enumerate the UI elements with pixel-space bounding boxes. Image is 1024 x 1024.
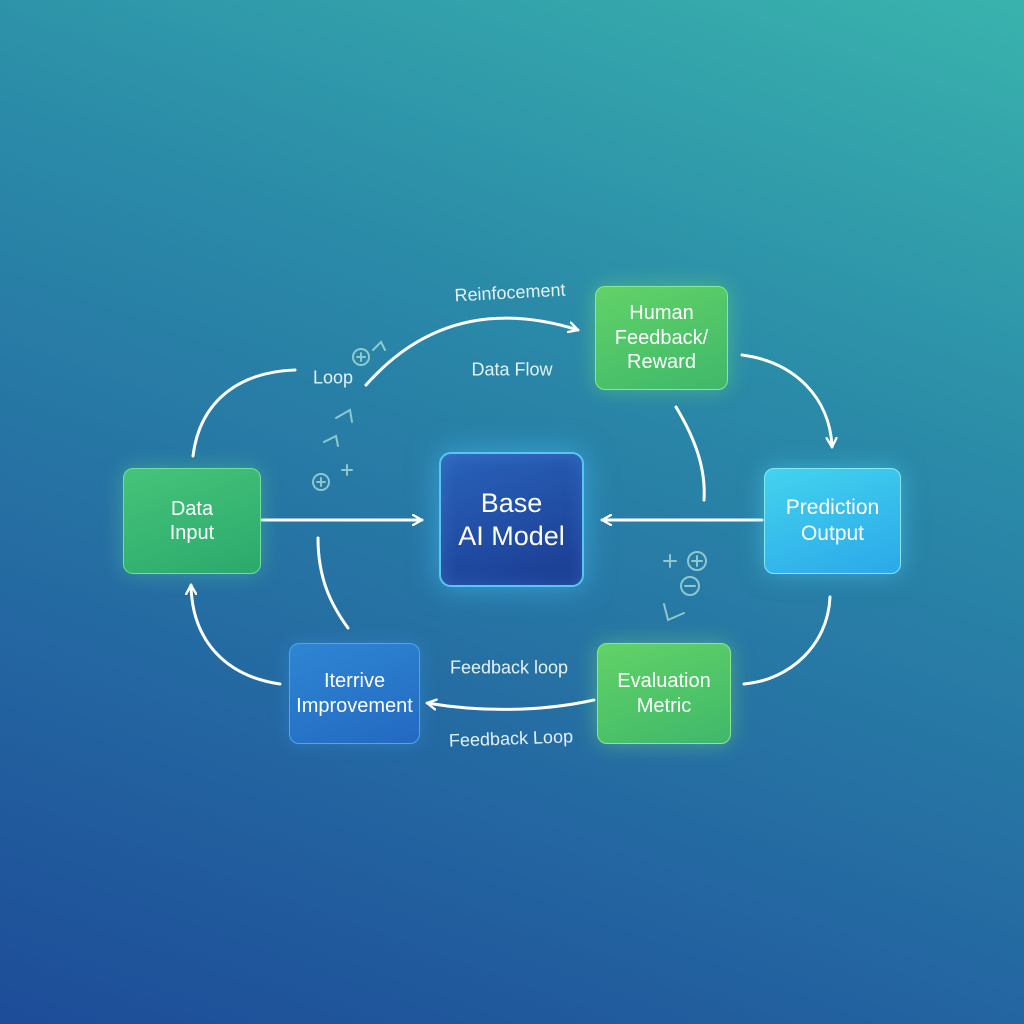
node-iterative-improvement: Iterrive Improvement — [289, 643, 420, 744]
plus-circle-icon — [352, 348, 370, 366]
label-feedback-loop-lower: Feedback Loop — [448, 726, 574, 751]
plus-circle-icon — [312, 473, 330, 491]
node-base-model-line1: Base — [480, 487, 543, 518]
chevron-icon — [372, 340, 386, 351]
label-data-flow: Data Flow — [471, 359, 553, 380]
node-data-input-line1: Data — [170, 497, 214, 520]
node-human-feedback-line2: Feedback/ — [614, 326, 709, 349]
node-human-feedback: Human Feedback/ Reward — [595, 286, 728, 390]
arrow-evaluation-to-improvement — [425, 700, 596, 711]
node-data-input: Data Input — [123, 468, 261, 574]
node-base-model-line2: AI Model — [458, 520, 565, 551]
arrow-feedback-to-prediction — [740, 353, 832, 449]
plus-icon — [663, 554, 677, 568]
chevron-icon — [663, 603, 685, 622]
arc-loop-left — [191, 368, 297, 458]
node-human-feedback-line1: Human — [629, 302, 694, 325]
node-prediction-output-line2: Output — [800, 522, 865, 545]
node-prediction-output-line1: Prediction — [785, 496, 880, 520]
arrow-improvement-to-input — [191, 583, 282, 686]
node-evaluation-metric-line1: Evaluation — [617, 670, 711, 693]
node-evaluation-metric-line2: Metric — [636, 694, 692, 717]
chevron-icon — [323, 434, 339, 447]
node-iterative-improvement-line1: Iterrive — [323, 670, 386, 693]
node-data-input-line2: Input — [169, 522, 215, 544]
label-feedback-loop-upper: Feedback loop — [449, 657, 569, 678]
arrow-reinforcement — [364, 316, 580, 387]
arc-inner-left — [316, 536, 350, 630]
arc-prediction-to-evaluation — [742, 595, 832, 686]
node-evaluation-metric: Evaluation Metric — [597, 643, 731, 744]
arc-feedback-return — [674, 405, 706, 502]
chevron-icon — [335, 408, 353, 423]
node-iterative-improvement-line2: Improvement — [296, 694, 413, 717]
minus-circle-icon — [680, 576, 700, 596]
node-base-model: Base AI Model — [439, 452, 584, 587]
plus-circle-icon — [687, 551, 707, 571]
node-prediction-output: Prediction Output — [764, 468, 901, 574]
plus-icon — [341, 464, 353, 476]
node-human-feedback-line3: Reward — [627, 351, 696, 374]
label-loop: Loop — [312, 367, 354, 388]
